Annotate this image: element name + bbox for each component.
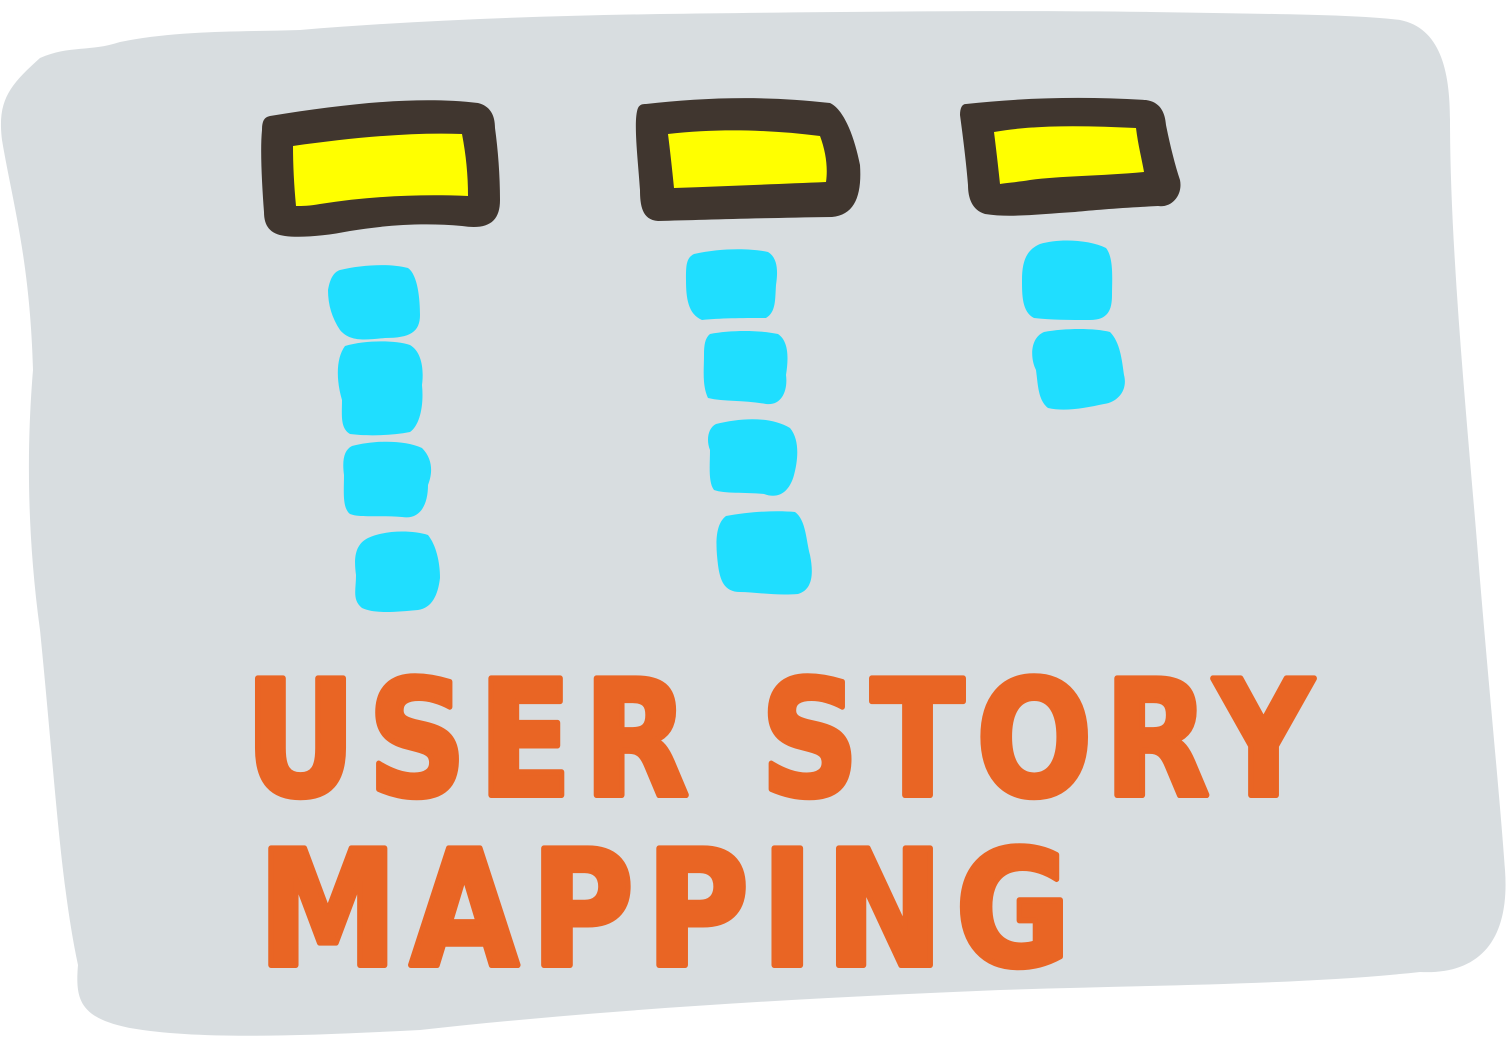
story-card-3-1 (1022, 240, 1113, 320)
story-column-1 (328, 265, 440, 612)
story-card-2-4 (716, 511, 812, 595)
story-card-2-1 (686, 249, 778, 320)
story-card-2-3 (708, 419, 798, 496)
story-card-3-2 (1032, 329, 1125, 410)
diagram-title: USER STORY MAPPING (242, 643, 1325, 1006)
title-line-2: MAPPING (258, 816, 1083, 1003)
story-card-1-2 (337, 341, 423, 436)
story-card-1-1 (328, 265, 420, 340)
story-card-1-4 (355, 531, 440, 612)
story-column-3 (1022, 240, 1125, 410)
story-card-2-2 (703, 331, 788, 405)
activity-card-1 (261, 100, 500, 237)
activity-card-3 (960, 97, 1181, 216)
story-card-1-3 (343, 441, 432, 518)
title-line-1: USER STORY (245, 646, 1325, 833)
activity-card-2 (635, 98, 861, 221)
story-column-2 (686, 249, 812, 595)
